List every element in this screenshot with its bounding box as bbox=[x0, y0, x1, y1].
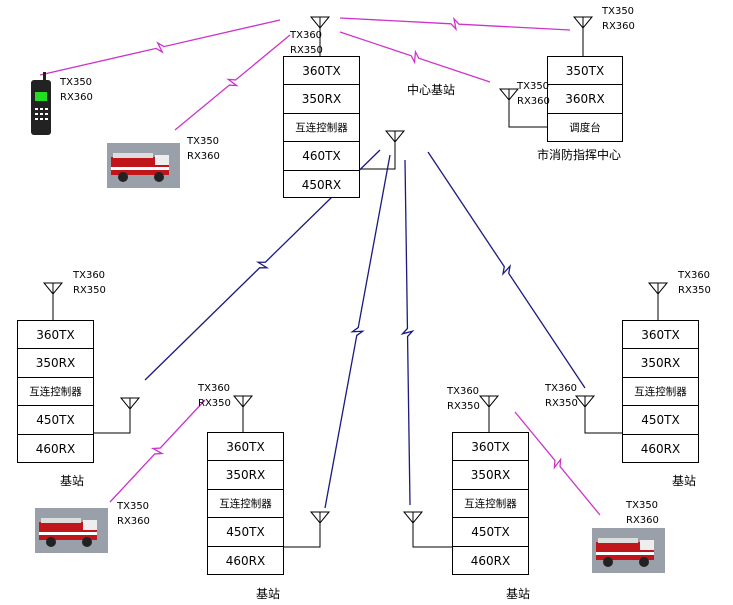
radio-link bbox=[339, 31, 491, 83]
station_left-title: 基站 bbox=[60, 474, 85, 488]
row: 450RX bbox=[301, 177, 342, 192]
row: 360TX bbox=[18, 321, 93, 350]
row: 460RX bbox=[470, 553, 511, 568]
row: 350RX bbox=[623, 349, 698, 378]
radio-link bbox=[174, 34, 291, 131]
antenna-cable bbox=[284, 523, 321, 548]
radio-link bbox=[144, 149, 381, 381]
antenna-icon bbox=[498, 88, 520, 101]
radio-link bbox=[324, 154, 391, 509]
row: 调度台 bbox=[569, 122, 601, 135]
antenna-icon bbox=[309, 16, 331, 29]
center-station-box: 360TX 350RX 互连控制器 460TX 450RX bbox=[283, 56, 360, 198]
antenna-cable bbox=[584, 407, 622, 434]
row: 互连控制器 bbox=[18, 378, 93, 407]
antenna-cable bbox=[94, 409, 131, 434]
antenna-icon bbox=[478, 395, 500, 408]
row: 互连控制器 bbox=[208, 490, 283, 519]
antenna-icon bbox=[42, 282, 64, 295]
row: 350RX bbox=[284, 85, 359, 114]
row: 460RX bbox=[225, 553, 266, 568]
fire-truck-image bbox=[35, 508, 108, 557]
antenna-icon bbox=[232, 395, 254, 408]
antenna-icon bbox=[647, 282, 669, 295]
row: 360RX bbox=[548, 85, 622, 114]
fire-truck-image bbox=[107, 143, 180, 192]
fire-truck-image bbox=[592, 528, 665, 577]
mobile-phone-icon bbox=[31, 72, 51, 135]
antenna-icon bbox=[572, 16, 594, 29]
antenna-cable bbox=[360, 142, 396, 170]
antenna-icon bbox=[384, 130, 406, 143]
station_mid_right-title: 基站 bbox=[506, 587, 531, 601]
row: 450TX bbox=[18, 406, 93, 435]
row: 460RX bbox=[35, 441, 76, 456]
radio-link bbox=[427, 151, 586, 389]
station_right-title: 基站 bbox=[672, 474, 697, 488]
radio-link bbox=[39, 19, 281, 76]
row: 360TX bbox=[208, 433, 283, 462]
row: 460TX bbox=[284, 142, 359, 171]
row: 互连控制器 bbox=[284, 114, 359, 143]
station_mid_left-title: 基站 bbox=[256, 587, 281, 601]
row: 360TX bbox=[623, 321, 698, 350]
radio-link bbox=[400, 159, 415, 506]
radio-link bbox=[339, 16, 571, 32]
row: 350TX bbox=[548, 57, 622, 86]
antenna-icon bbox=[309, 511, 331, 524]
antenna-icon bbox=[119, 397, 141, 410]
row: 350RX bbox=[208, 461, 283, 490]
row: 450TX bbox=[623, 406, 698, 435]
command-center-box: 350TX 360RX 调度台 bbox=[547, 56, 623, 142]
command-center-title: 市消防指挥中心 bbox=[537, 148, 622, 162]
radio-link bbox=[109, 399, 206, 503]
row: 460RX bbox=[640, 441, 681, 456]
center-station-title: 中心基站 bbox=[407, 83, 456, 97]
row: 互连控制器 bbox=[453, 490, 528, 519]
antenna-icon bbox=[574, 395, 596, 408]
row: 360TX bbox=[453, 433, 528, 462]
antenna-cable bbox=[508, 100, 547, 128]
row: 互连控制器 bbox=[623, 378, 698, 407]
row: 360TX bbox=[284, 57, 359, 86]
row: 350RX bbox=[18, 349, 93, 378]
row: 450TX bbox=[208, 518, 283, 547]
radio-link bbox=[514, 411, 601, 516]
row: 350RX bbox=[453, 461, 528, 490]
row: 450TX bbox=[453, 518, 528, 547]
antenna-cable bbox=[412, 523, 452, 548]
antenna-icon bbox=[402, 511, 424, 524]
